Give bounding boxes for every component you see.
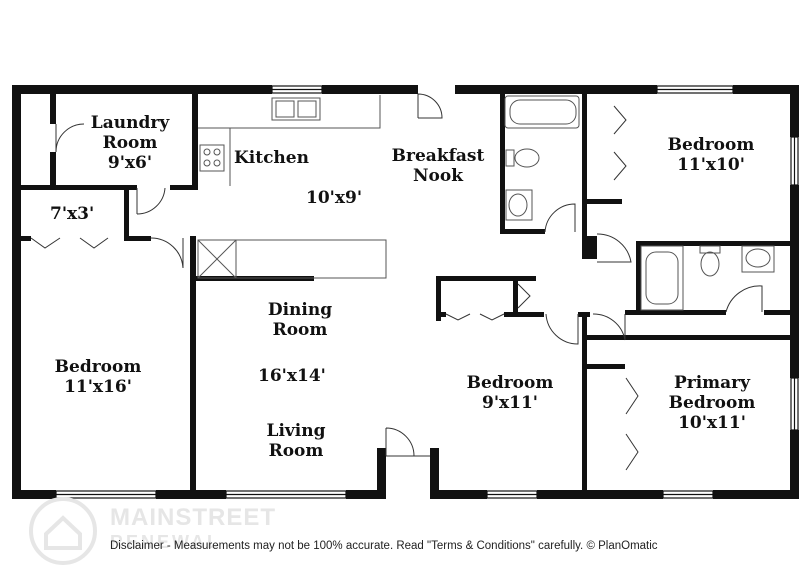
doors bbox=[55, 93, 763, 457]
dining-living-size-label: 16'x14' bbox=[258, 366, 326, 386]
breakfast-nook-name-1: Breakfast bbox=[391, 146, 485, 166]
laundry-room-name-1: Laundry bbox=[90, 113, 170, 133]
dining-room-name-1: Dining bbox=[267, 300, 333, 320]
bedroom-w-size: 11'x16' bbox=[64, 377, 132, 397]
bedroom-mid-name: Bedroom bbox=[466, 373, 554, 393]
breakfast-nook-name-2: Nook bbox=[413, 166, 463, 186]
laundry-room-size: 9'x6' bbox=[107, 153, 153, 173]
laundry-room-label: Laundry Room 9'x6' bbox=[78, 113, 182, 173]
closet-label: 7'x3' bbox=[50, 204, 94, 224]
primary-bedroom-name-1: Primary bbox=[673, 373, 751, 393]
primary-bedroom-name-2: Bedroom bbox=[668, 393, 756, 413]
bedroom-w-name: Bedroom bbox=[54, 357, 142, 377]
dining-room-name-2: Room bbox=[272, 320, 328, 340]
closet-doors bbox=[30, 105, 639, 471]
watermark-line2: RENEWAL bbox=[110, 532, 221, 552]
kitchen-size: 10'x9' bbox=[306, 188, 363, 208]
bedroom-w-label: Bedroom 11'x16' bbox=[40, 357, 156, 397]
living-room-name-2: Room bbox=[268, 441, 324, 461]
kitchen-fixtures bbox=[197, 95, 387, 279]
bathroom-fixtures bbox=[504, 95, 775, 311]
bedroom-mid-label: Bedroom 9'x11' bbox=[452, 373, 568, 413]
laundry-room-name-2: Room bbox=[102, 133, 158, 153]
windows bbox=[55, 85, 799, 499]
bedroom-ne-size: 11'x10' bbox=[677, 155, 745, 175]
bedroom-ne-label: Bedroom 11'x10' bbox=[646, 135, 776, 175]
primary-bedroom-label: Primary Bedroom 10'x11' bbox=[650, 373, 774, 433]
living-room-label: Living Room bbox=[250, 421, 342, 461]
living-room-name-1: Living bbox=[266, 421, 326, 441]
house-icon bbox=[29, 497, 97, 565]
primary-bedroom-size: 10'x11' bbox=[678, 413, 746, 433]
bedroom-mid-size: 9'x11' bbox=[481, 393, 539, 413]
dining-room-label: Dining Room bbox=[254, 300, 346, 340]
kitchen-name: Kitchen bbox=[234, 148, 309, 168]
closet-size: 7'x3' bbox=[50, 204, 95, 224]
bedroom-ne-name: Bedroom bbox=[667, 135, 755, 155]
kitchen-size-label: 10'x9' bbox=[306, 188, 362, 208]
disclaimer-text: Disclaimer - Measurements may not be 100… bbox=[110, 540, 658, 552]
kitchen-label: Kitchen bbox=[234, 148, 309, 168]
breakfast-nook-label: Breakfast Nook bbox=[380, 146, 496, 186]
watermark-logo: MAINSTREET RENEWAL bbox=[28, 496, 328, 566]
dining-living-size: 16'x14' bbox=[258, 366, 326, 386]
watermark-line1: MAINSTREET bbox=[110, 504, 276, 531]
